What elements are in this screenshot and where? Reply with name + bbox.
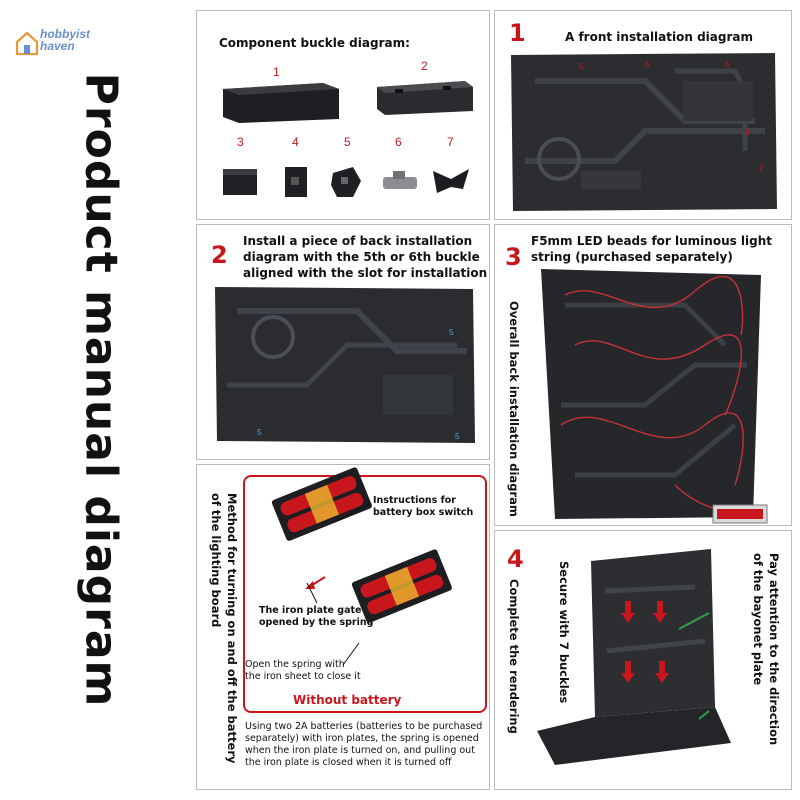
- svg-text:3: 3: [745, 128, 750, 137]
- battery-box-1: [271, 467, 372, 541]
- front-install-caption: A front installation diagram: [565, 30, 753, 44]
- battery-frame: [243, 475, 487, 713]
- step-number: 1: [509, 19, 526, 47]
- buckle-part-3: [223, 169, 257, 195]
- battery-note-1: Using two 2A batteries (batteries to be …: [245, 721, 483, 732]
- battery-note-4: the iron plate is closed when it is turn…: [245, 757, 452, 768]
- back-install-caption-1: Install a piece of back installation: [243, 234, 473, 248]
- svg-text:5: 5: [579, 62, 584, 71]
- gate-note-2: opened by the spring: [259, 617, 374, 628]
- led-caption-2: string (purchased separately): [531, 250, 733, 264]
- battery-note-3: when the iron plate is turned on, and pu…: [245, 745, 475, 756]
- part-label: 2: [421, 59, 428, 73]
- front-board-illustration: 5 6 6 3 2: [511, 53, 777, 211]
- battery-illustration: [271, 467, 452, 666]
- house-icon: [15, 31, 39, 56]
- switch-note-2: battery box switch: [373, 507, 474, 518]
- back-board-illustration: 5 5 5: [215, 287, 475, 443]
- svg-text:2: 2: [759, 164, 764, 173]
- step-number: 2: [211, 241, 228, 269]
- component-caption: Component buckle diagram:: [219, 36, 410, 50]
- instruction-grid: Component buckle diagram: 1 2 3 4 5 6 7: [196, 10, 792, 790]
- page-title: Product manual diagram: [75, 72, 127, 708]
- component-panel: Component buckle diagram: 1 2 3 4 5 6 7: [196, 10, 490, 220]
- buckle-part-7: [433, 169, 469, 193]
- complete-illustration: [537, 549, 731, 765]
- back-install-panel: 2 Install a piece of back installation d…: [196, 224, 490, 460]
- spring-note-2: the iron sheet to close it: [245, 671, 361, 682]
- svg-text:5: 5: [449, 328, 454, 337]
- front-install-panel: 1 A front installation diagram 5 6 6 3 2: [494, 10, 792, 220]
- brand-name: hobbyist haven: [40, 27, 90, 53]
- battery-note-2: separately) with iron plates, the spring…: [245, 733, 479, 744]
- without-battery-label: Without battery: [293, 693, 402, 707]
- buckle-part-6: [383, 171, 417, 189]
- svg-text:5: 5: [455, 432, 460, 441]
- svg-text:6: 6: [725, 60, 730, 69]
- part-label: 7: [447, 135, 454, 149]
- back-install-caption-2: diagram with the 5th or 6th buckle: [243, 250, 480, 264]
- part-label: 4: [292, 135, 299, 149]
- buckle-part-1: [223, 83, 339, 123]
- buckle-part-5: [331, 167, 361, 197]
- svg-text:6: 6: [645, 60, 650, 69]
- complete-panel: 4 Complete the rendering Secure with 7 b…: [494, 530, 792, 790]
- back-install-caption-3: aligned with the slot for installation: [243, 266, 488, 280]
- part-label: 5: [344, 135, 351, 149]
- title-area: Product manual diagram: [26, 73, 176, 708]
- brand-logo: hobbyist haven: [14, 28, 104, 62]
- buckle-part-4: [285, 167, 307, 197]
- part-label: 6: [395, 135, 402, 149]
- gate-note-1: The iron plate gate is: [259, 605, 374, 616]
- component-illustrations: [223, 81, 473, 197]
- spring-note-1: Open the spring with: [245, 659, 345, 670]
- step-number: 3: [505, 243, 522, 271]
- battery-panel: Method for turning on and off the batter…: [196, 464, 490, 790]
- buckle-part-2: [377, 81, 473, 115]
- svg-text:5: 5: [257, 428, 262, 437]
- switch-note-1: Instructions for: [373, 495, 456, 506]
- battery-box-2: [351, 549, 452, 623]
- step-number: 4: [507, 545, 524, 573]
- part-label: 1: [273, 65, 280, 79]
- part-label: 3: [237, 135, 244, 149]
- led-panel: 3 F5mm LED beads for luminous light stri…: [494, 224, 792, 526]
- led-caption-1: F5mm LED beads for luminous light: [531, 234, 773, 248]
- led-board-illustration: [541, 269, 768, 524]
